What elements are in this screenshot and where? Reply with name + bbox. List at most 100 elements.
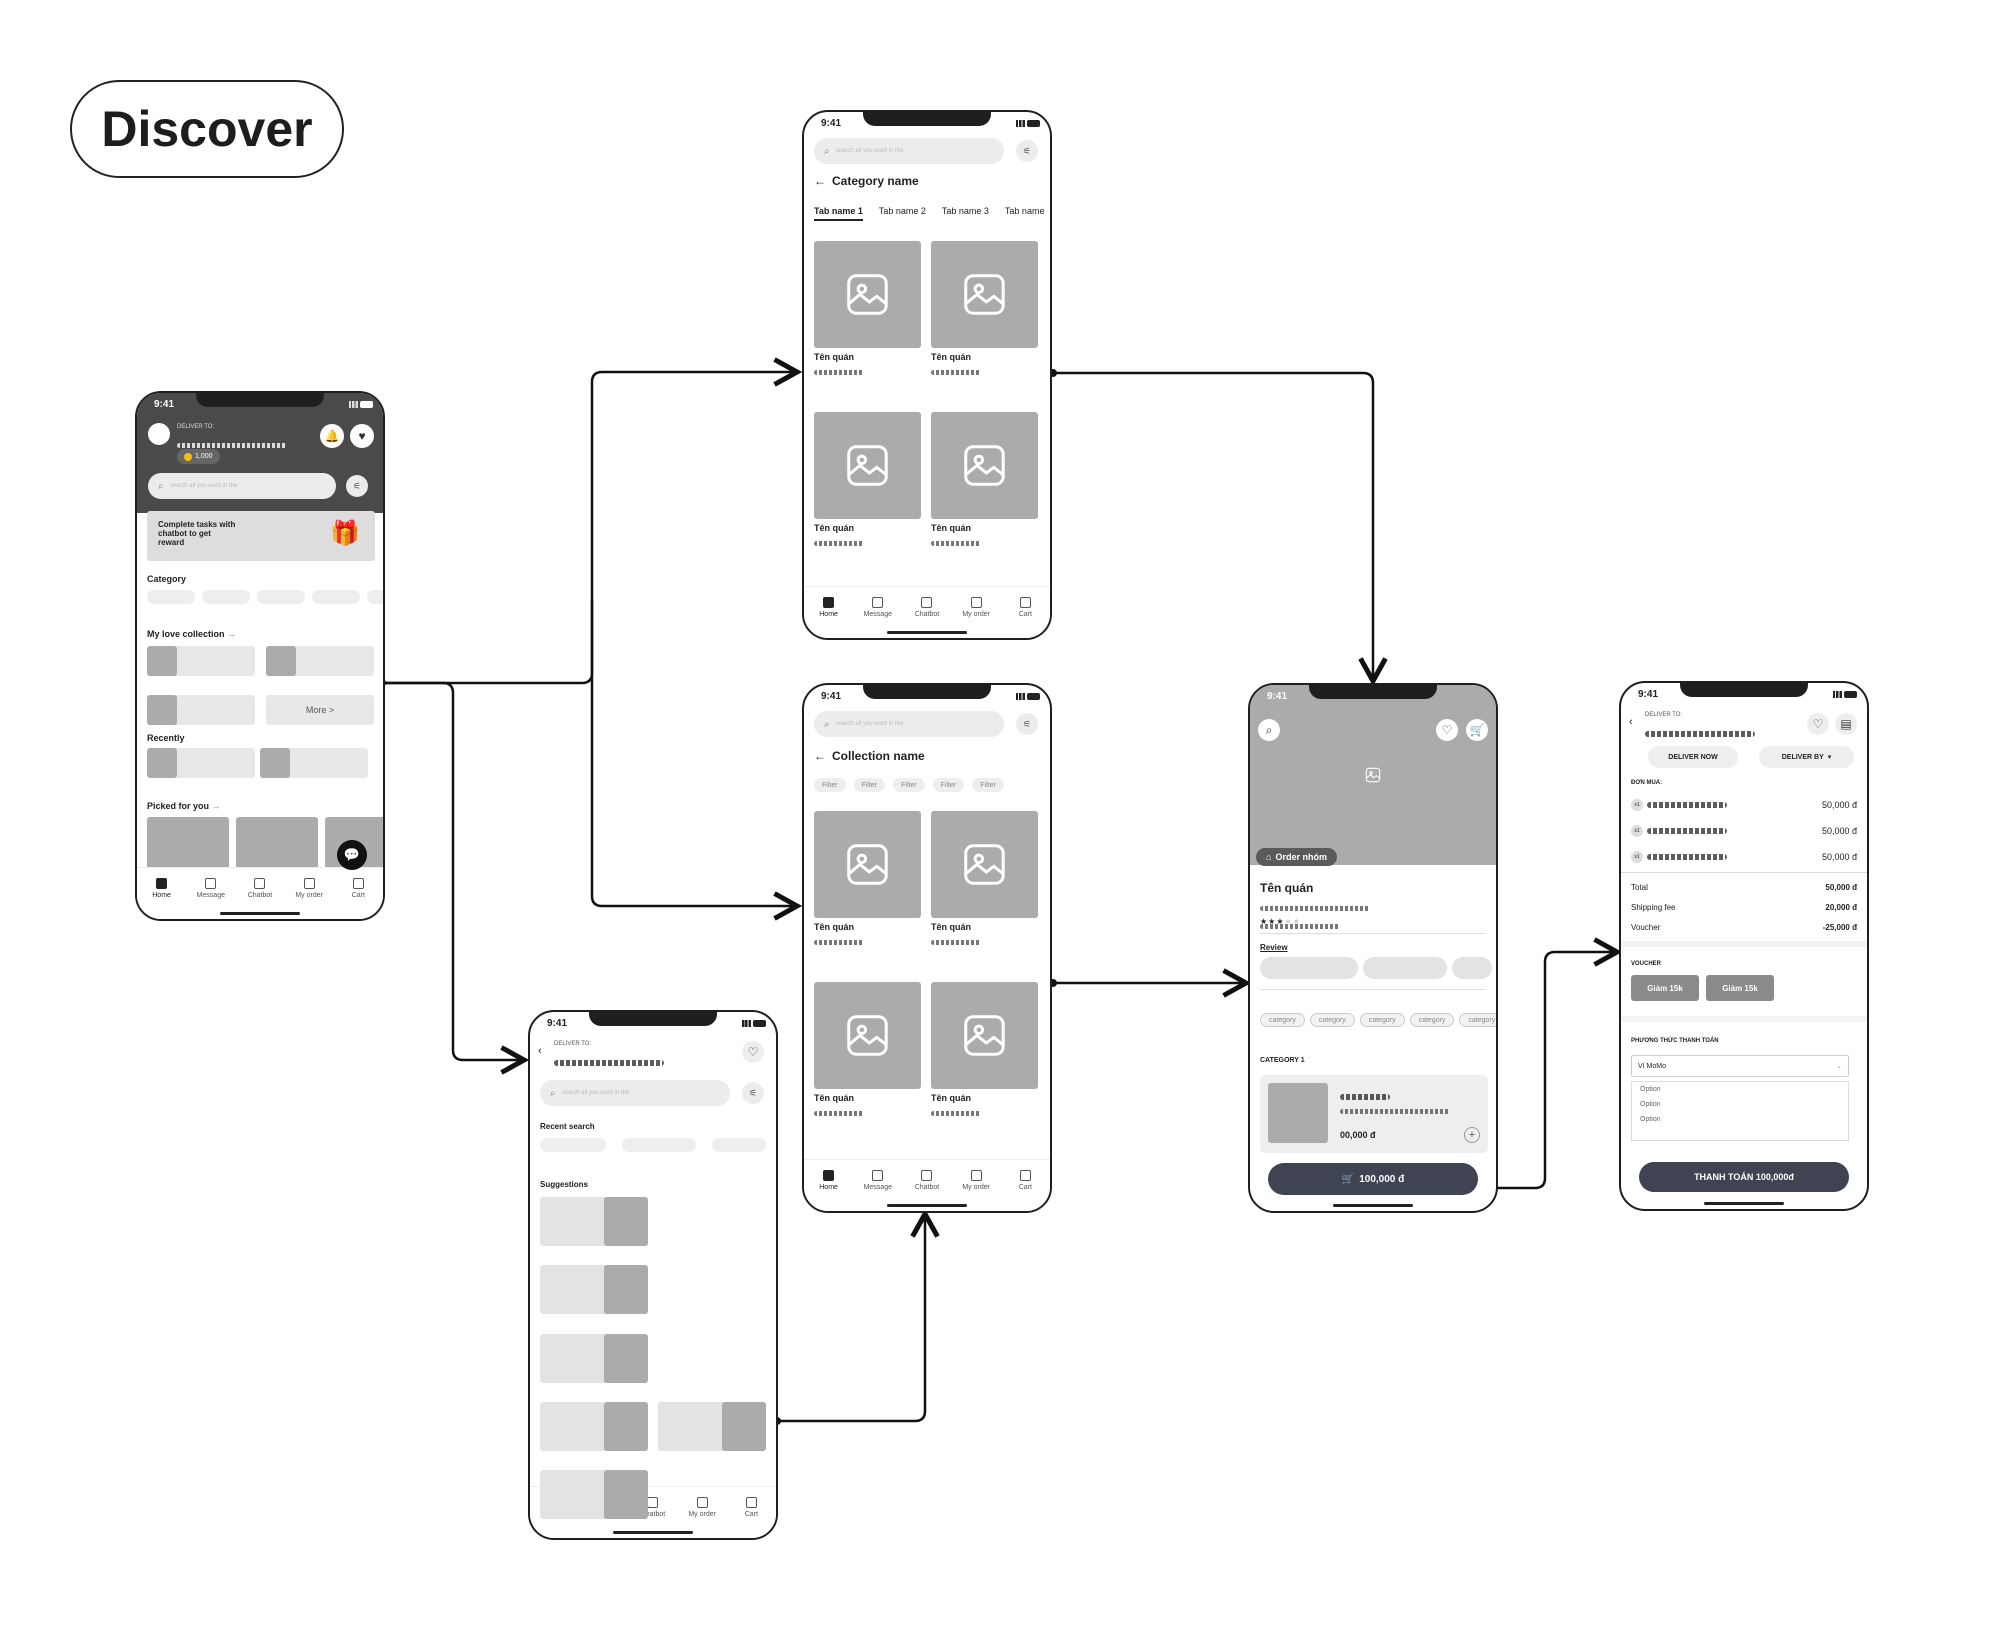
filter-chip[interactable]: Filter <box>972 778 1004 792</box>
heart-icon[interactable]: ♡ <box>742 1041 764 1063</box>
deliver-by-dropdown[interactable]: DELIVER BY▾ <box>1759 746 1854 768</box>
suggestion-item[interactable] <box>540 1334 648 1383</box>
voucher-chip[interactable]: Giảm 15k <box>1706 975 1774 1001</box>
tab-message[interactable]: Message <box>858 597 898 618</box>
store-card[interactable]: Tên quán <box>931 241 1038 380</box>
tab-cart[interactable]: Cart <box>1005 597 1045 618</box>
filter-icon[interactable]: ⚟ <box>346 475 368 497</box>
tab-my-order[interactable]: My order <box>956 597 996 618</box>
search-input[interactable]: ⌕search all you want in the <box>814 138 1004 164</box>
tab-my-order[interactable]: My order <box>956 1170 996 1191</box>
deliver-now-button[interactable]: DELIVER NOW <box>1648 746 1738 768</box>
payment-select[interactable]: Ví MoMo⌄ <box>1631 1055 1849 1077</box>
tab-my-order[interactable]: My order <box>682 1497 722 1518</box>
category-chip[interactable] <box>202 590 250 604</box>
cart-button[interactable]: 🛒100,000 đ <box>1268 1163 1478 1195</box>
review-chip[interactable] <box>1260 957 1358 979</box>
review-chip[interactable] <box>1452 957 1492 979</box>
tab-message[interactable]: Message <box>191 878 231 899</box>
pay-button[interactable]: THANH TOÁN 100,000đ <box>1639 1162 1849 1192</box>
store-card[interactable]: Tên quán <box>931 811 1038 950</box>
chatbot-fab-icon[interactable]: 💬 <box>337 840 367 870</box>
filter-chip[interactable]: Filter <box>814 778 846 792</box>
review-chip[interactable] <box>1363 957 1447 979</box>
menu-item-card[interactable]: 00,000 đ + <box>1260 1075 1488 1153</box>
tab-4[interactable]: Tab name <box>1004 206 1045 216</box>
category-chip[interactable]: category <box>1260 1013 1305 1027</box>
payment-option[interactable]: Option <box>1640 1101 1661 1108</box>
voucher-chip[interactable]: Giảm 15k <box>1631 975 1699 1001</box>
store-card[interactable]: Tên quán <box>814 412 921 551</box>
suggestion-item[interactable] <box>540 1470 648 1519</box>
tab-chatbot[interactable]: Chatbot <box>240 878 280 899</box>
payment-option[interactable]: Option <box>1640 1116 1661 1123</box>
recent-chip[interactable] <box>622 1138 696 1152</box>
tab-cart[interactable]: Cart <box>731 1497 771 1518</box>
collection-item[interactable] <box>147 646 255 676</box>
tab-home[interactable]: Home <box>809 1170 849 1191</box>
category-chip[interactable]: category <box>1409 1013 1455 1027</box>
recent-chip[interactable] <box>540 1138 606 1152</box>
tab-cart[interactable]: Cart <box>338 878 378 899</box>
suggestion-item[interactable] <box>540 1402 648 1451</box>
filter-icon[interactable]: ⚟ <box>1016 140 1038 162</box>
filter-chip[interactable]: Filter <box>932 778 965 792</box>
filter-chip[interactable]: Filter <box>853 778 886 792</box>
tab-home[interactable]: Home <box>142 878 182 899</box>
cart-icon[interactable]: 🛒 <box>1466 719 1488 741</box>
collection-item[interactable] <box>147 695 255 725</box>
more-button[interactable]: More > <box>266 695 374 725</box>
tab-chatbot[interactable]: Chatbot <box>907 597 947 618</box>
category-chip[interactable] <box>312 590 360 604</box>
category-chip[interactable]: category <box>1309 1013 1355 1027</box>
search-input[interactable]: ⌕search all you want in the <box>148 473 336 499</box>
back-arrow-icon[interactable]: ‹ <box>1629 716 1633 728</box>
suggestion-item[interactable] <box>658 1402 766 1451</box>
review-link[interactable]: Review <box>1260 943 1288 952</box>
tab-my-order[interactable]: My order <box>289 878 329 899</box>
deliver-address[interactable] <box>1645 724 1755 742</box>
filter-chip[interactable]: Filter <box>893 778 925 792</box>
store-card[interactable]: Tên quán <box>931 982 1038 1121</box>
store-card[interactable]: Tên quán <box>814 982 921 1121</box>
category-chip[interactable] <box>257 590 305 604</box>
category-chip[interactable]: category <box>1459 1013 1496 1027</box>
heart-icon[interactable]: ♡ <box>1436 719 1458 741</box>
category-chip[interactable] <box>147 590 195 604</box>
avatar-icon[interactable] <box>148 423 170 445</box>
payment-option[interactable]: Option <box>1640 1086 1661 1093</box>
deliver-address[interactable] <box>177 435 287 453</box>
store-card[interactable]: Tên quán <box>814 811 921 950</box>
filter-icon[interactable]: ⚟ <box>742 1082 764 1104</box>
suggestion-item[interactable] <box>540 1265 648 1314</box>
reward-banner[interactable]: Complete tasks with chatbot to get rewar… <box>147 511 375 561</box>
store-card[interactable]: Tên quán <box>931 412 1038 551</box>
back-arrow-icon[interactable]: ← <box>814 174 826 188</box>
heart-icon[interactable]: ♡ <box>1807 713 1829 735</box>
receipt-icon[interactable]: ▤ <box>1835 713 1857 735</box>
my-love-heading[interactable]: My love collection → <box>147 629 236 639</box>
search-input[interactable]: ⌕search all you want in the <box>814 711 1004 737</box>
group-order-button[interactable]: ⌂Order nhóm <box>1256 848 1337 866</box>
category-chip[interactable] <box>367 590 383 604</box>
picked-heading[interactable]: Picked for you → <box>147 801 221 811</box>
category-chip[interactable]: category <box>1359 1013 1405 1027</box>
deliver-address[interactable] <box>554 1053 664 1071</box>
store-card[interactable]: Tên quán <box>814 241 921 380</box>
tab-cart[interactable]: Cart <box>1005 1170 1045 1191</box>
suggestion-item[interactable] <box>540 1197 648 1246</box>
tab-1[interactable]: Tab name 1 <box>814 206 863 221</box>
filter-icon[interactable]: ⚟ <box>1016 713 1038 735</box>
tab-2[interactable]: Tab name 2 <box>878 206 926 216</box>
tab-message[interactable]: Message <box>858 1170 898 1191</box>
collection-item[interactable] <box>266 646 374 676</box>
back-arrow-icon[interactable]: ‹ <box>538 1045 542 1057</box>
recent-item[interactable] <box>260 748 368 778</box>
back-arrow-icon[interactable]: ← <box>814 749 826 763</box>
notification-icon[interactable]: 🔔 <box>320 424 344 448</box>
tab-home[interactable]: Home <box>809 597 849 618</box>
search-input[interactable]: ⌕search all you want in the <box>540 1080 730 1106</box>
tab-chatbot[interactable]: Chatbot <box>907 1170 947 1191</box>
tab-3[interactable]: Tab name 3 <box>941 206 989 216</box>
recent-chip[interactable] <box>712 1138 766 1152</box>
